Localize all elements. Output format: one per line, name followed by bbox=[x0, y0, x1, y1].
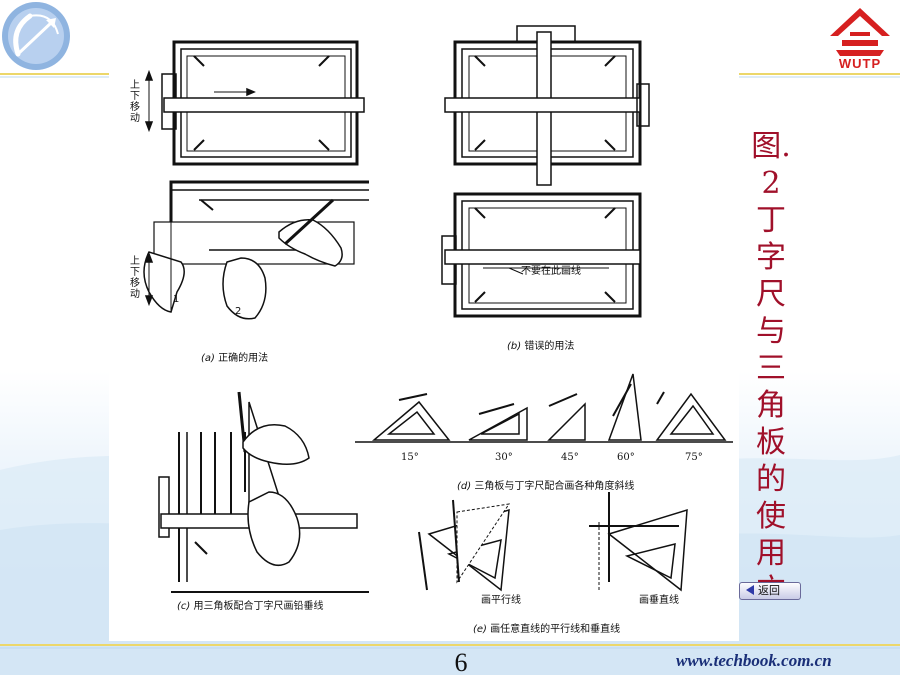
wutp-emblem-icon bbox=[830, 8, 890, 56]
back-button-label: 返回 bbox=[758, 584, 780, 597]
parallel-label: 画平行线 bbox=[481, 595, 521, 606]
panel-b-bottom-board bbox=[441, 192, 642, 318]
back-button[interactable]: 返回 bbox=[739, 582, 801, 600]
caption-a-text: 正确的用法 bbox=[218, 353, 269, 364]
panel-a-bottom-hands bbox=[143, 180, 369, 320]
page-number: 6 bbox=[454, 648, 468, 677]
caption-a: (a) 正确的用法 bbox=[201, 349, 268, 364]
caption-b: (b) 错误的用法 bbox=[507, 337, 574, 352]
panel-b-top-board bbox=[444, 25, 650, 186]
hand-label-2: 2 bbox=[235, 306, 242, 317]
caption-e-letter: (e) bbox=[473, 624, 487, 635]
drafting-illustration bbox=[143, 25, 733, 593]
slide-title: 图.2 丁字尺与三角板的使用方法 bbox=[751, 129, 791, 583]
caption-b-text: 错误的用法 bbox=[524, 341, 575, 352]
move-label-a-bottom: 上下移动 bbox=[130, 256, 140, 300]
figure-panel: 上下移动 上下移动 1 2 (a) 正确的用法 (b) 错误的用法 不要在此画线… bbox=[109, 22, 739, 641]
caption-c: (c) 用三角板配合丁字尺画铅垂线 bbox=[177, 597, 324, 612]
move-label-a-top: 上下移动 bbox=[130, 80, 140, 124]
panel-c-vertical-lines bbox=[158, 391, 369, 593]
panel-a-top-board bbox=[144, 40, 365, 166]
perpendicular-label: 画垂直线 bbox=[639, 595, 679, 606]
angle-75: 75° bbox=[685, 452, 703, 463]
logo-text: WUTP bbox=[838, 56, 882, 71]
angle-15: 15° bbox=[401, 452, 419, 463]
angle-30: 30° bbox=[495, 452, 513, 463]
caption-e: (e) 画任意直线的平行线和垂直线 bbox=[473, 620, 620, 635]
caption-c-letter: (c) bbox=[177, 601, 191, 612]
caption-b-letter: (b) bbox=[507, 341, 522, 352]
angle-60: 60° bbox=[617, 452, 635, 463]
bow-arrow-logo-icon bbox=[2, 2, 70, 70]
no-draw-note: 不要在此画线 bbox=[521, 266, 581, 277]
website-link[interactable]: www.techbook.com.cn bbox=[676, 651, 832, 670]
caption-d: (d) 三角板与丁字尺配合画各种角度斜线 bbox=[457, 477, 634, 492]
hand-label-1: 1 bbox=[173, 294, 180, 305]
caption-e-text: 画任意直线的平行线和垂直线 bbox=[490, 624, 621, 635]
back-arrow-icon bbox=[746, 585, 754, 595]
panel-e-parallel-perpendicular bbox=[418, 492, 688, 592]
panel-d-angle-triangles bbox=[355, 373, 733, 443]
wutp-logo: WUTP bbox=[822, 2, 898, 76]
caption-c-text: 用三角板配合丁字尺画铅垂线 bbox=[193, 601, 324, 612]
caption-d-text: 三角板与丁字尺配合画各种角度斜线 bbox=[474, 481, 635, 492]
angle-45: 45° bbox=[561, 452, 579, 463]
caption-d-letter: (d) bbox=[457, 481, 472, 492]
caption-a-letter: (a) bbox=[201, 353, 215, 364]
